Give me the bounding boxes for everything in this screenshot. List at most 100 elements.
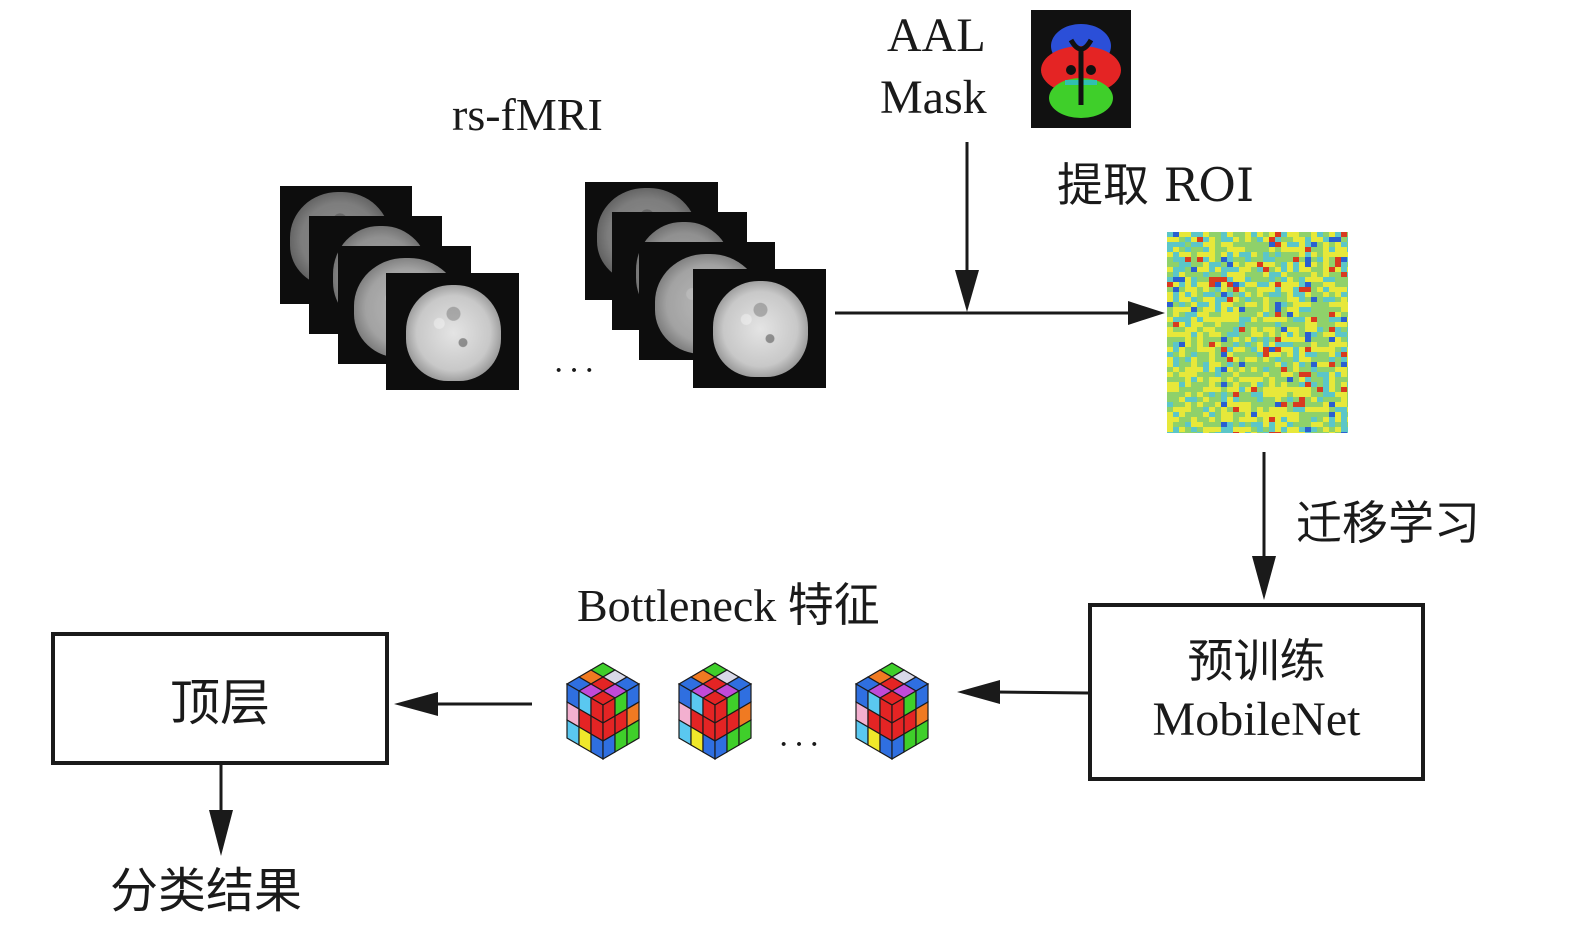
heatmap-cell xyxy=(1197,367,1203,372)
heatmap-cell xyxy=(1329,347,1335,352)
heatmap-cell xyxy=(1173,252,1179,257)
heatmap-cell xyxy=(1293,352,1299,357)
heatmap-cell xyxy=(1227,232,1233,237)
heatmap-cell xyxy=(1245,277,1251,282)
classification-result-label: 分类结果 xyxy=(110,863,303,919)
heatmap-cell xyxy=(1329,342,1335,347)
heatmap-cell xyxy=(1215,277,1221,282)
heatmap-cell xyxy=(1209,377,1215,382)
heatmap-cell xyxy=(1251,392,1257,397)
heatmap-cell xyxy=(1191,277,1197,282)
heatmap-cell xyxy=(1281,412,1287,417)
heatmap-cell xyxy=(1287,377,1293,382)
heatmap-cell xyxy=(1257,392,1263,397)
heatmap-cell xyxy=(1299,267,1305,272)
heatmap-cell xyxy=(1299,302,1305,307)
heatmap-cell xyxy=(1221,232,1227,237)
heatmap-cell xyxy=(1341,397,1347,402)
heatmap-cell xyxy=(1221,417,1227,422)
heatmap-cell xyxy=(1293,242,1299,247)
heatmap-cell xyxy=(1257,292,1263,297)
heatmap-cell xyxy=(1239,267,1245,272)
heatmap-cell xyxy=(1191,232,1197,237)
heatmap-cell xyxy=(1317,327,1323,332)
heatmap-cell xyxy=(1269,382,1275,387)
heatmap-cell xyxy=(1197,242,1203,247)
heatmap-cell xyxy=(1221,242,1227,247)
heatmap-cell xyxy=(1281,382,1287,387)
heatmap-cell xyxy=(1221,412,1227,417)
heatmap-cell xyxy=(1299,357,1305,362)
heatmap-cell xyxy=(1305,237,1311,242)
heatmap-cell xyxy=(1251,422,1257,427)
heatmap-cell xyxy=(1299,392,1305,397)
heatmap-cell xyxy=(1323,362,1329,367)
heatmap-cell xyxy=(1263,422,1269,427)
heatmap-cell xyxy=(1323,287,1329,292)
heatmap-cell xyxy=(1311,277,1317,282)
heatmap-cell xyxy=(1287,282,1293,287)
heatmap-cell xyxy=(1197,282,1203,287)
heatmap-cell xyxy=(1287,412,1293,417)
heatmap-cell xyxy=(1209,252,1215,257)
heatmap-cell xyxy=(1233,327,1239,332)
heatmap-cell xyxy=(1239,402,1245,407)
heatmap-cell xyxy=(1251,412,1257,417)
heatmap-cell xyxy=(1227,397,1233,402)
heatmap-cell xyxy=(1209,387,1215,392)
heatmap-cell xyxy=(1203,397,1209,402)
heatmap-cell xyxy=(1293,432,1299,433)
heatmap-cell xyxy=(1173,427,1179,432)
heatmap-cell xyxy=(1245,232,1251,237)
heatmap-cell xyxy=(1197,237,1203,242)
heatmap-cell xyxy=(1167,417,1173,422)
heatmap-cell xyxy=(1173,232,1179,237)
heatmap-cell xyxy=(1263,267,1269,272)
heatmap-cell xyxy=(1191,362,1197,367)
heatmap-cell xyxy=(1239,272,1245,277)
heatmap-cell xyxy=(1281,407,1287,412)
heatmap-cell xyxy=(1269,262,1275,267)
heatmap-cell xyxy=(1269,352,1275,357)
heatmap-cell xyxy=(1329,362,1335,367)
heatmap-cell xyxy=(1335,402,1341,407)
heatmap-cell xyxy=(1281,327,1287,332)
heatmap-cell xyxy=(1287,287,1293,292)
heatmap-cell xyxy=(1221,347,1227,352)
heatmap-cell xyxy=(1275,352,1281,357)
heatmap-cell xyxy=(1185,332,1191,337)
heatmap-cell xyxy=(1221,282,1227,287)
heatmap-cell xyxy=(1191,377,1197,382)
heatmap-cell xyxy=(1263,357,1269,362)
heatmap-cell xyxy=(1167,282,1173,287)
heatmap-cell xyxy=(1245,317,1251,322)
heatmap-cell xyxy=(1197,347,1203,352)
features-ellipsis: ··· xyxy=(778,726,824,763)
heatmap-cell xyxy=(1293,287,1299,292)
heatmap-cell xyxy=(1215,427,1221,432)
heatmap-cell xyxy=(1287,387,1293,392)
heatmap-cell xyxy=(1257,232,1263,237)
heatmap-cell xyxy=(1173,387,1179,392)
heatmap-cell xyxy=(1239,322,1245,327)
heatmap-cell xyxy=(1335,407,1341,412)
heatmap-cell xyxy=(1293,307,1299,312)
heatmap-cell xyxy=(1179,257,1185,262)
top-layer-node: 顶层 xyxy=(51,632,389,765)
heatmap-cell xyxy=(1245,237,1251,242)
heatmap-cell xyxy=(1245,417,1251,422)
heatmap-cell xyxy=(1173,287,1179,292)
heatmap-cell xyxy=(1269,332,1275,337)
heatmap-cell xyxy=(1227,417,1233,422)
heatmap-cell xyxy=(1341,317,1347,322)
heatmap-cell xyxy=(1263,432,1269,433)
heatmap-cell xyxy=(1215,262,1221,267)
heatmap-cell xyxy=(1251,262,1257,267)
heatmap-cell xyxy=(1239,247,1245,252)
heatmap-cell xyxy=(1347,257,1348,262)
heatmap-cell xyxy=(1335,302,1341,307)
heatmap-cell xyxy=(1251,367,1257,372)
heatmap-cell xyxy=(1251,252,1257,257)
heatmap-cell xyxy=(1275,422,1281,427)
heatmap-cell xyxy=(1275,292,1281,297)
